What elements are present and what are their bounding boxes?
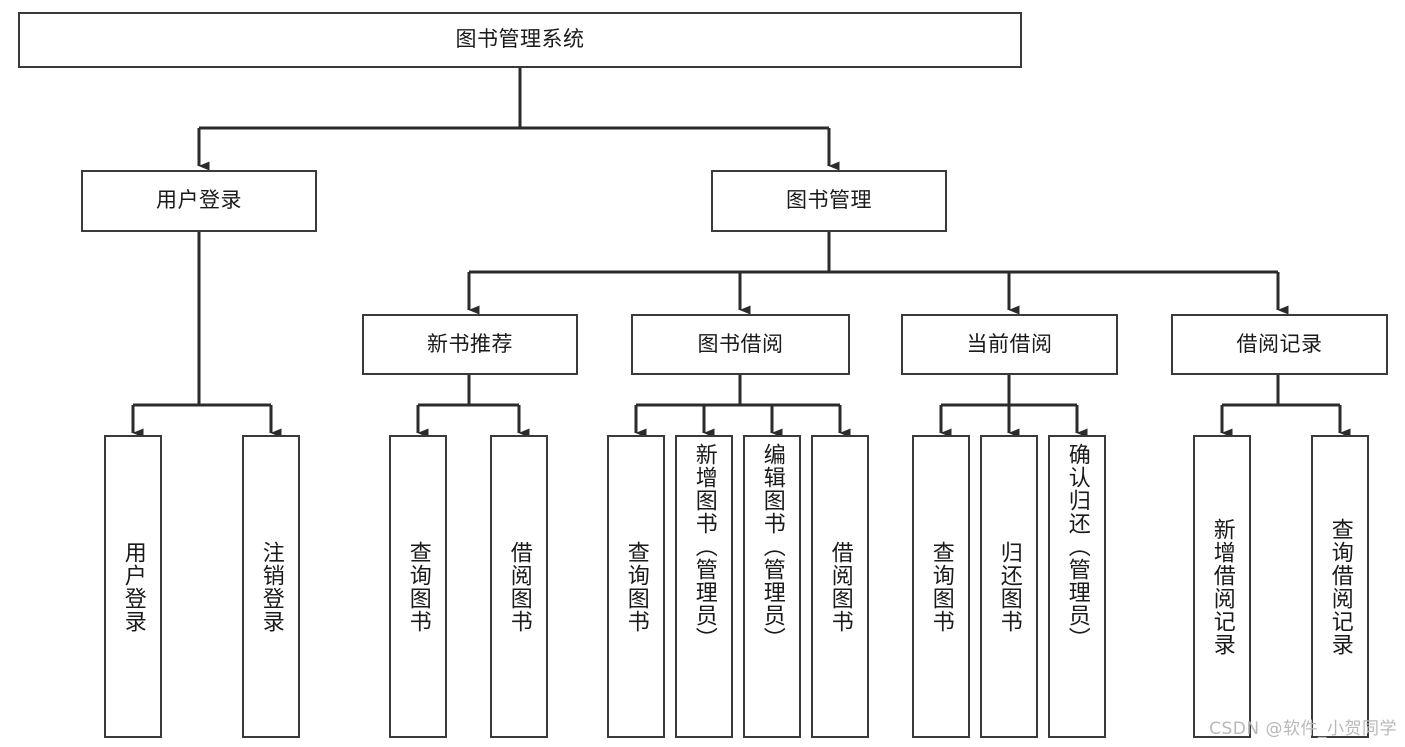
- leaf-new-book-borrow[interactable]: 借阅图书: [490, 435, 548, 738]
- leaf-book-borrow-add[interactable]: 新增图书（管理员）: [675, 435, 733, 738]
- node-user-login[interactable]: 用户登录: [81, 170, 317, 232]
- node-new-book-recommend[interactable]: 新书推荐: [362, 314, 578, 375]
- node-label: 用户登录: [156, 188, 242, 213]
- node-book-borrow[interactable]: 图书借阅: [631, 314, 850, 375]
- leaf-current-borrow-query[interactable]: 查询图书: [912, 435, 970, 738]
- csdn-watermark: CSDN @软件_小贺同学: [1209, 719, 1397, 739]
- leaf-user-login-logout[interactable]: 注销登录: [242, 435, 300, 738]
- node-label: 图书管理系统: [455, 27, 585, 52]
- node-label: 用户登录: [120, 540, 146, 633]
- node-current-borrow[interactable]: 当前借阅: [901, 314, 1118, 375]
- node-root-system[interactable]: 图书管理系统: [18, 12, 1022, 68]
- leaf-book-borrow-edit[interactable]: 编辑图书（管理员）: [743, 435, 801, 738]
- leaf-book-borrow-borrow[interactable]: 借阅图书: [811, 435, 869, 738]
- node-label: 新增借阅记录: [1209, 517, 1235, 656]
- node-book-management[interactable]: 图书管理: [711, 170, 947, 232]
- node-label: 编辑图书（管理员）: [759, 443, 785, 650]
- node-label: 新书推荐: [427, 331, 513, 356]
- node-label: 借阅图书: [506, 540, 532, 633]
- node-label: 归还图书: [996, 540, 1022, 633]
- node-label: 查询图书: [928, 540, 954, 633]
- leaf-current-borrow-return[interactable]: 归还图书: [980, 435, 1038, 738]
- node-label: 借阅图书: [827, 540, 853, 633]
- node-label: 确认归还（管理员）: [1064, 443, 1090, 650]
- node-label: 新增图书（管理员）: [691, 443, 717, 650]
- node-label: 借阅记录: [1236, 331, 1323, 356]
- leaf-borrow-record-add[interactable]: 新增借阅记录: [1193, 435, 1251, 738]
- leaf-new-book-query[interactable]: 查询图书: [389, 435, 447, 738]
- node-label: 查询图书: [623, 540, 649, 633]
- node-label: 图书借阅: [697, 331, 784, 356]
- leaf-current-borrow-confirm-return[interactable]: 确认归还（管理员）: [1048, 435, 1106, 738]
- node-label: 图书管理: [786, 188, 872, 213]
- node-label: 查询借阅记录: [1327, 517, 1353, 656]
- leaf-user-login-login[interactable]: 用户登录: [104, 435, 162, 738]
- node-label: 查询图书: [405, 540, 431, 633]
- node-label: 当前借阅: [966, 331, 1053, 356]
- leaf-borrow-record-query[interactable]: 查询借阅记录: [1311, 435, 1369, 738]
- leaf-book-borrow-query[interactable]: 查询图书: [607, 435, 665, 738]
- node-label: 注销登录: [258, 540, 284, 633]
- node-borrow-record[interactable]: 借阅记录: [1171, 314, 1388, 375]
